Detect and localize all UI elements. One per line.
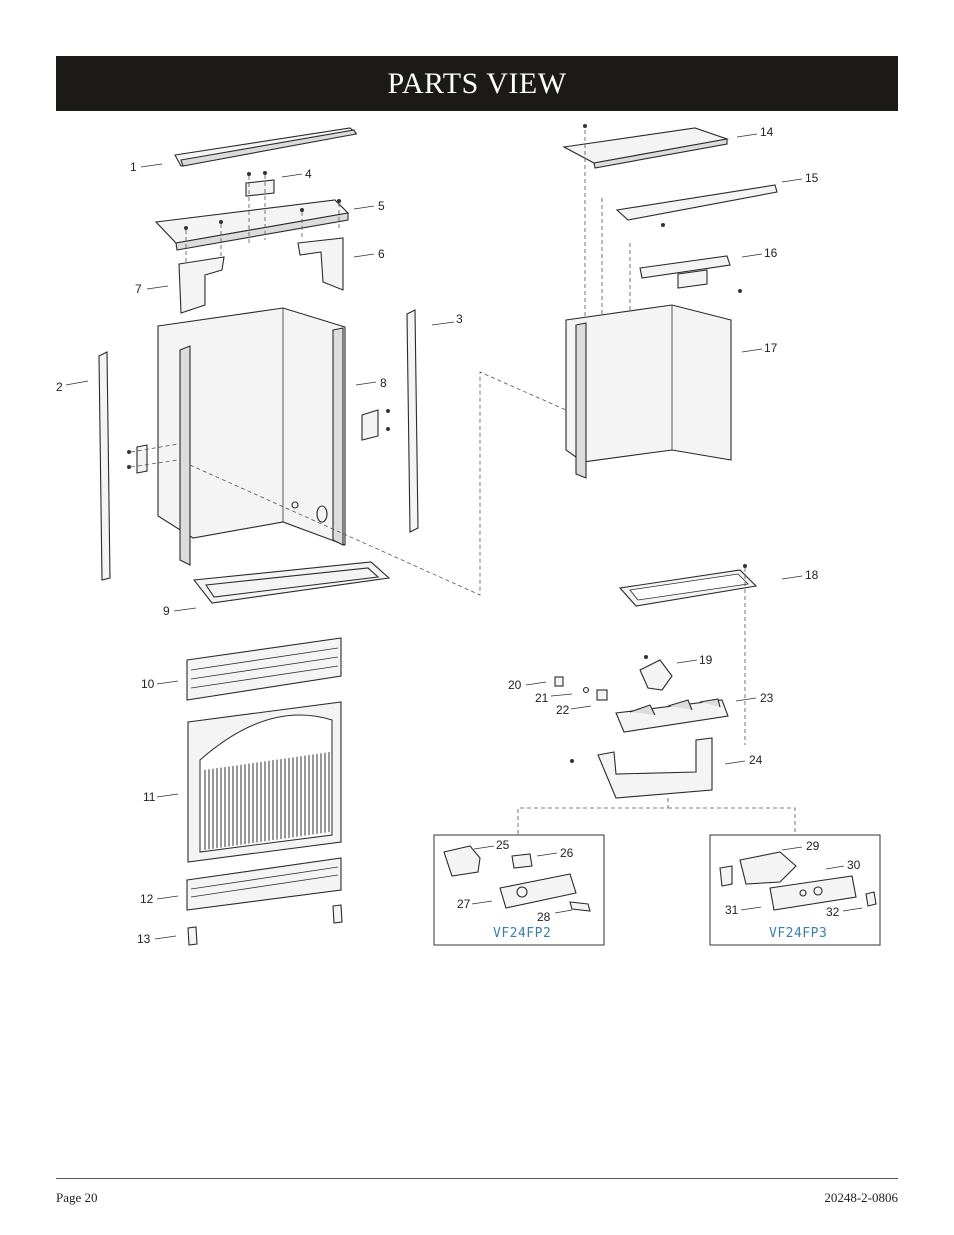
part-19-burner-assembly — [639, 655, 673, 691]
top-screws — [184, 171, 341, 262]
callout-25: 25 — [496, 838, 510, 852]
callout-15: 15 — [805, 171, 819, 185]
footer-divider — [56, 1178, 898, 1179]
callout-26: 26 — [560, 846, 574, 860]
callout-12: 12 — [140, 892, 154, 906]
part-7-left-bracket — [178, 256, 225, 314]
callout-21: 21 — [535, 691, 549, 705]
page-number: Page 20 — [56, 1190, 98, 1205]
part-3-right-strip — [406, 309, 419, 533]
part-5-top-panel — [154, 199, 350, 251]
callout-30: 30 — [847, 858, 861, 872]
part-4-bracket — [245, 179, 275, 197]
callout-13: 13 — [137, 932, 151, 946]
callout-31: 31 — [725, 903, 739, 917]
title-banner: PARTS VIEW — [56, 56, 898, 111]
parts-20-22-fittings — [554, 676, 608, 701]
part-2-left-strip — [98, 351, 111, 581]
part-24-burner-pan — [570, 737, 713, 799]
part-12-lower-louver — [186, 857, 342, 911]
callout-22: 22 — [556, 703, 570, 717]
callout-8: 8 — [380, 376, 387, 390]
callout-3: 3 — [456, 312, 463, 326]
part-11-screen-panel — [187, 701, 342, 863]
part-18-base-frame — [618, 564, 758, 607]
kit-box-vf24fp3 — [709, 834, 881, 946]
callout-28: 28 — [537, 910, 551, 924]
callout-24: 24 — [749, 753, 763, 767]
part-17-inner-firebox — [565, 304, 732, 479]
callout-10: 10 — [141, 677, 155, 691]
callout-23: 23 — [760, 691, 774, 705]
assembly-dashed-connector — [189, 371, 601, 596]
callout-29: 29 — [806, 839, 820, 853]
callout-5: 5 — [378, 199, 385, 213]
callout-19: 19 — [699, 653, 713, 667]
part-14-top-plate — [562, 124, 730, 169]
callout-numbers: 1 2 3 4 5 6 7 8 9 10 11 12 13 14 15 16 1… — [56, 125, 861, 946]
dashed-to-kit-fp2 — [517, 798, 669, 835]
callout-16: 16 — [764, 246, 778, 260]
part-8-side-bracket — [361, 409, 390, 441]
callout-32: 32 — [826, 905, 840, 919]
callout-14: 14 — [760, 125, 774, 139]
part-9-base-frame — [192, 561, 391, 604]
part-6-right-bracket — [297, 237, 344, 291]
dashed-to-kit-fp3 — [668, 807, 796, 835]
callout-4: 4 — [305, 167, 312, 181]
callout-6: 6 — [378, 247, 385, 261]
callout-27: 27 — [457, 897, 471, 911]
kit-box-vf24fp2 — [433, 834, 605, 946]
part-16-bracket — [639, 255, 742, 293]
kit-model-vf24fp3: VF24FP3 — [769, 926, 827, 941]
callout-18: 18 — [805, 568, 819, 582]
callout-leaders — [65, 133, 863, 940]
left-small-bracket — [127, 443, 179, 474]
callout-1: 1 — [130, 160, 137, 174]
callout-7: 7 — [135, 282, 142, 296]
callout-17: 17 — [764, 341, 778, 355]
firebox-cabinet — [157, 307, 346, 566]
kit-model-vf24fp2: VF24FP2 — [493, 926, 551, 941]
document-number: 20248-2-0806 — [824, 1190, 898, 1205]
page-title: PARTS VIEW — [387, 66, 567, 100]
part-13-clips — [187, 904, 343, 946]
part-23-burner-tray — [615, 698, 729, 733]
callout-11: 11 — [143, 790, 156, 804]
part-1-top-trim — [174, 127, 358, 167]
part-15-support-bar — [615, 184, 778, 227]
callout-2: 2 — [56, 380, 63, 394]
part-10-upper-louver — [186, 637, 342, 701]
callout-9: 9 — [163, 604, 170, 618]
callout-20: 20 — [508, 678, 522, 692]
